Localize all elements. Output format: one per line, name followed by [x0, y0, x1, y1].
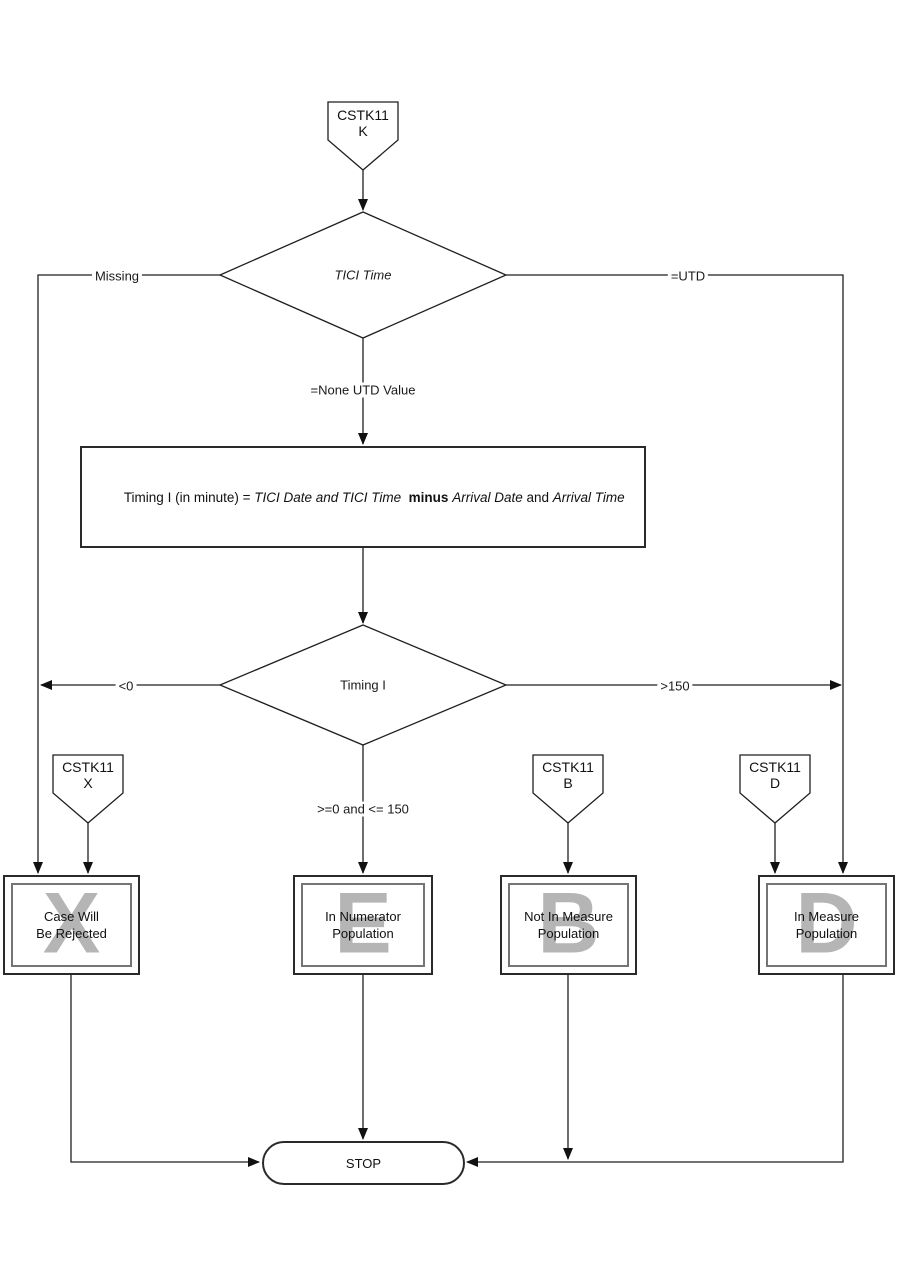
formula-part4: Arrival Date [452, 489, 523, 505]
outcome-text-line2: Population [537, 926, 600, 941]
edge-label-gt150: >150 [657, 678, 693, 694]
outcome-in-measure: D In Measure Population [758, 875, 895, 975]
entry-connector-shape [327, 101, 399, 171]
edge-inmeasure-to-stop [466, 975, 844, 1167]
outcome-in-numerator: E In Numerator Population [293, 875, 433, 975]
decision2-label: Timing I [340, 677, 386, 693]
formula-part5: and [526, 489, 550, 505]
edge-label-missing: Missing [91, 268, 143, 284]
outcome-text-line1: In Measure [793, 909, 860, 924]
outcome-text-line1: Not In Measure [524, 909, 613, 924]
outcome-text-line2: Be Rejected [36, 926, 107, 941]
stop-terminator: STOP [262, 1141, 465, 1185]
connector-b-id: CSTK11 [542, 759, 594, 775]
entry-connector: CSTK11 K [328, 107, 398, 139]
connector-x: CSTK11 X [53, 759, 123, 791]
outcome-not-in-measure: B Not In Measure Population [500, 875, 637, 975]
formula-part6: Arrival Time [552, 489, 625, 505]
outcome-text-line2: Population [332, 926, 394, 941]
edge-label-none-utd: =None UTD Value [307, 382, 419, 398]
outcome-text-line2: Population [795, 926, 858, 941]
edge-rejected-to-stop [70, 975, 260, 1167]
outcome-inner-border: Case Will Be Rejected [11, 883, 132, 967]
process-formula-box: Timing I (in minute) = TICI Date and TIC… [80, 446, 646, 548]
formula-part1: Timing I (in minute) = [123, 489, 255, 505]
formula-part3: minus [408, 489, 449, 505]
outcome-inner-border: Not In Measure Population [508, 883, 629, 967]
outcome-inner-border: In Numerator Population [301, 883, 425, 967]
outcome-case-rejected: X Case Will Be Rejected [3, 875, 140, 975]
edge-label-inrange: >=0 and <= 150 [314, 801, 412, 817]
connector-b-letter: B [563, 775, 573, 791]
connector-b-shape [532, 754, 604, 824]
connector-d-shape [739, 754, 811, 824]
connector-d: CSTK11 D [740, 759, 810, 791]
edge-label-utd: =UTD [667, 268, 709, 284]
connector-d-id: CSTK11 [749, 759, 801, 775]
connector-b: CSTK11 B [533, 759, 603, 791]
connector-x-shape [52, 754, 124, 824]
connector-x-id: CSTK11 [62, 759, 114, 775]
decision1-label: TICI Time [334, 267, 392, 283]
stop-label: STOP [345, 1155, 382, 1171]
edge-missing [33, 274, 220, 874]
outcome-text-line1: In Numerator [325, 909, 401, 924]
outcome-inner-border: In Measure Population [766, 883, 887, 967]
edge-utd [506, 274, 848, 874]
connector-x-letter: X [83, 775, 93, 791]
edge-label-lt0: <0 [115, 678, 137, 694]
formula-part2: TICI Date and TICI Time [254, 489, 402, 505]
connector-d-letter: D [769, 775, 781, 791]
entry-connector-id: CSTK11 [337, 107, 389, 123]
outcome-text-line1: Case Will [44, 909, 99, 924]
entry-connector-letter: K [358, 123, 368, 139]
